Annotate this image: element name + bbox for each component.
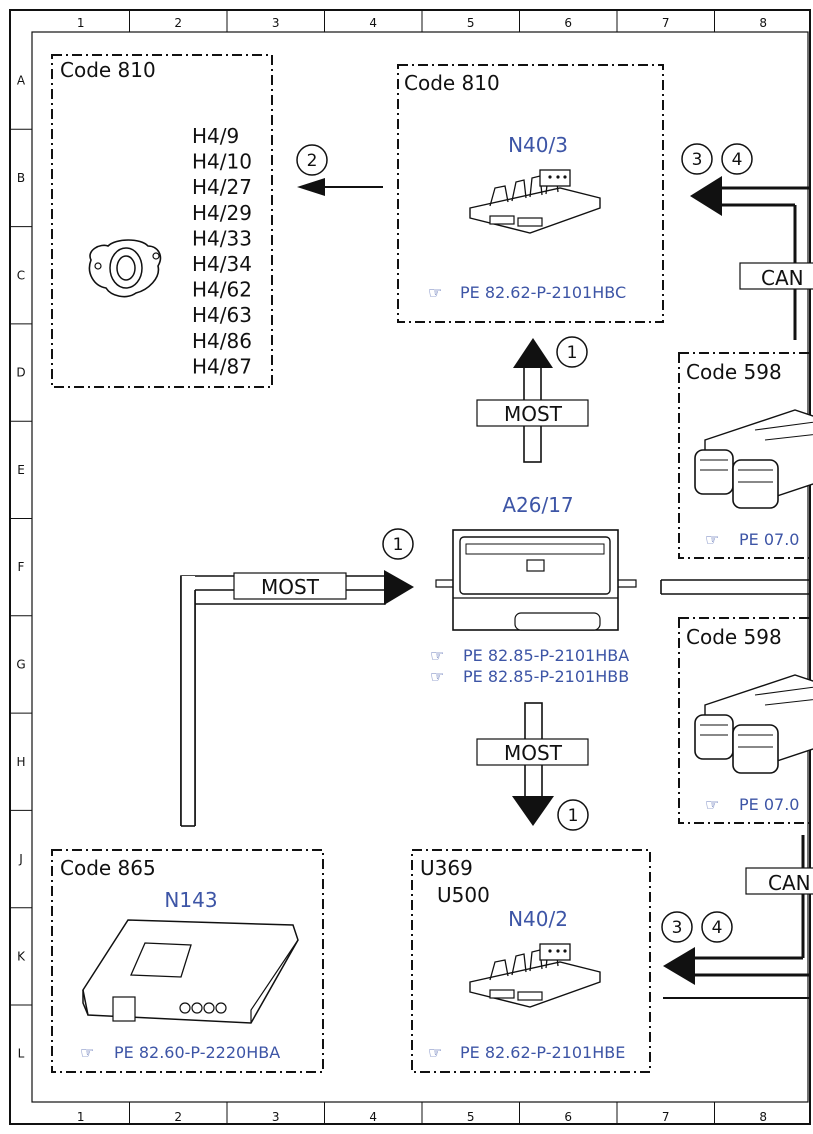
grid-row-label: B: [17, 171, 25, 185]
speaker-box: Code 810 H4/9H4/10H4/27H4/29H4/33H4/34H4…: [51, 54, 273, 388]
amp-top-box: Code 810 N40/3 ☞ PE 82.62-P-2101HBC: [397, 64, 664, 323]
code865-code: Code 865: [60, 856, 156, 880]
control-unit-icon: [694, 409, 813, 509]
grid-column-label: 7: [662, 1110, 670, 1124]
marker-most-left: 1: [393, 535, 404, 555]
grid-column-label: 6: [564, 16, 572, 30]
head-unit: A26/17 ☞ PE 82.85-P-2101HBA ☞ PE 82.85-P…: [430, 493, 637, 686]
grid-column-label: 6: [564, 1110, 572, 1124]
code598-upper-ref: PE 07.0: [739, 530, 799, 549]
code598-lower-box: Code 598 ☞ PE 07.0: [678, 617, 813, 824]
grid-row-label: K: [17, 949, 26, 963]
grid-column-label: 3: [272, 16, 280, 30]
module-icon: [82, 919, 299, 1024]
grid-column-label: 1: [77, 16, 85, 30]
speaker-item: H4/62: [192, 278, 252, 302]
grid-row-label: L: [18, 1047, 25, 1061]
code598-lower-ref: PE 07.0: [739, 795, 799, 814]
amp-bottom-code-2: U500: [437, 883, 490, 907]
speaker-item: H4/34: [192, 252, 252, 276]
grid-column-label: 4: [369, 16, 377, 30]
grid-column-label: 2: [174, 1110, 182, 1124]
grid-row-label: F: [18, 560, 25, 574]
code598-upper-code: Code 598: [686, 360, 782, 384]
grid-column-label: 3: [272, 1110, 280, 1124]
grid-column-label: 4: [369, 1110, 377, 1124]
speaker-box-code: Code 810: [60, 58, 156, 82]
svg-text:☞: ☞: [430, 667, 444, 686]
speaker-item: H4/27: [192, 175, 252, 199]
most-up-arrow: 1 MOST: [476, 336, 589, 463]
grid-row-label: D: [16, 366, 25, 380]
svg-text:☞: ☞: [428, 1043, 442, 1062]
marker-speaker-link: 2: [307, 151, 318, 171]
grid-row-label: G: [16, 657, 25, 671]
speaker-icon: [88, 239, 162, 298]
most-left-label: MOST: [261, 575, 320, 599]
head-unit-ref-2: PE 82.85-P-2101HBB: [463, 667, 629, 686]
grid-row-label: E: [17, 463, 25, 477]
head-unit-icon: [435, 529, 637, 631]
grid-column-label: 2: [174, 16, 182, 30]
svg-text:☞: ☞: [428, 283, 442, 302]
svg-text:☞: ☞: [430, 646, 444, 665]
head-unit-component: A26/17: [502, 493, 573, 517]
can-bottom-arrow: 3 4 CAN: [661, 835, 813, 999]
marker-amp-top-a: 3: [692, 150, 703, 170]
most-left-arrow: 1 MOST: [180, 528, 414, 827]
code865-ref: PE 82.60-P-2220HBA: [114, 1043, 280, 1062]
amplifier-icon: [469, 169, 601, 234]
speaker-item: H4/86: [192, 329, 252, 353]
code598-lower-code: Code 598: [686, 625, 782, 649]
grid-row-label: H: [16, 755, 25, 769]
grid-column-label: 7: [662, 16, 670, 30]
speaker-item: H4/33: [192, 226, 252, 250]
grid-row-label: A: [17, 74, 26, 88]
code865-box: Code 865 N143 ☞ PE 82.60-P-2220HBA: [51, 849, 324, 1073]
amp-top-code: Code 810: [404, 71, 500, 95]
grid-column-label: 1: [77, 1110, 85, 1124]
speaker-item: H4/29: [192, 201, 252, 225]
amp-top-component: N40/3: [508, 133, 568, 157]
grid-row-label: J: [18, 852, 23, 866]
can-top-label: CAN: [761, 266, 804, 290]
grid-column-label: 8: [759, 1110, 767, 1124]
amp-bottom-box: U369 U500 N40/2 ☞ PE 82.62-P-2101HBE: [411, 849, 651, 1073]
most-down-arrow: 1 MOST: [476, 702, 589, 831]
grid-column-label: 5: [467, 16, 475, 30]
grid-row-label: C: [17, 268, 25, 282]
grid-column-label: 5: [467, 1110, 475, 1124]
svg-text:☞: ☞: [80, 1043, 94, 1062]
marker-amp-bottom-a: 3: [672, 918, 683, 938]
can-bottom-label: CAN: [768, 871, 811, 895]
amplifier-icon: [469, 943, 601, 1008]
head-unit-right-link: [660, 579, 810, 595]
can-top-arrow: 3 4 CAN: [681, 143, 813, 340]
speaker-item: H4/87: [192, 354, 252, 378]
speaker-link-arrow: 2: [296, 144, 383, 196]
grid-column-label: 8: [759, 16, 767, 30]
most-down-label: MOST: [504, 741, 563, 765]
marker-most-down: 1: [568, 806, 579, 826]
control-unit-icon: [694, 674, 813, 774]
code598-upper-box: Code 598 ☞ PE 07.0: [678, 352, 813, 559]
most-up-label: MOST: [504, 402, 563, 426]
amp-bottom-ref: PE 82.62-P-2101HBE: [460, 1043, 625, 1062]
speaker-item: H4/9: [192, 124, 239, 148]
speaker-item: H4/10: [192, 150, 252, 174]
amp-bottom-code-1: U369: [420, 856, 473, 880]
svg-text:☞: ☞: [705, 530, 719, 549]
marker-most-up: 1: [567, 343, 578, 363]
marker-amp-top-b: 4: [732, 150, 743, 170]
speaker-item: H4/63: [192, 303, 252, 327]
svg-text:☞: ☞: [705, 795, 719, 814]
amp-bottom-component: N40/2: [508, 907, 568, 931]
code865-component: N143: [164, 888, 217, 912]
marker-amp-bottom-b: 4: [712, 918, 723, 938]
amp-top-ref: PE 82.62-P-2101HBC: [460, 283, 626, 302]
head-unit-ref-1: PE 82.85-P-2101HBA: [463, 646, 629, 665]
